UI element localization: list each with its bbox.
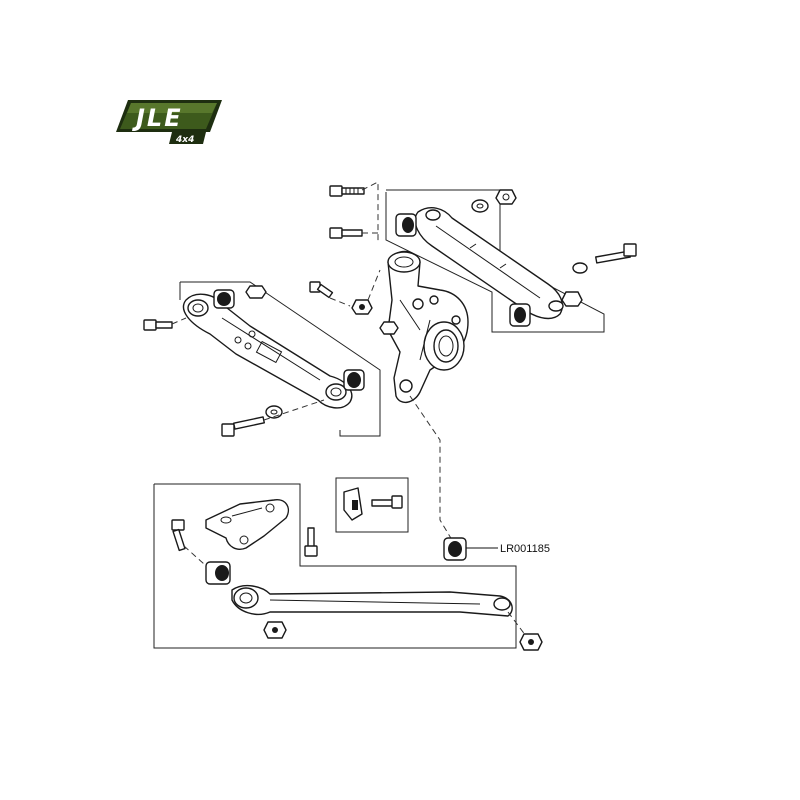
lower-arm-nut	[245, 285, 267, 299]
bottom-nut-left	[263, 621, 287, 639]
part-number-callout: LR001185	[500, 543, 550, 555]
upper-arm-bush-left	[395, 213, 417, 237]
upper-control-arm	[414, 207, 564, 320]
bottom-bolt-left	[171, 519, 186, 552]
upper-arm-frame	[385, 189, 605, 333]
trailing-arm-bush	[205, 561, 231, 585]
bolt-left-long	[221, 416, 265, 437]
bottom-bolt-vertical	[304, 527, 318, 557]
bottom-frame	[153, 483, 517, 649]
mounting-bracket	[205, 499, 290, 550]
washer-top	[471, 199, 489, 213]
nut-right	[561, 291, 583, 307]
knuckle-nut-right	[379, 321, 399, 335]
wheel-knuckle	[387, 250, 469, 403]
bolt-left-short	[143, 319, 173, 331]
logo-text: JLE	[132, 104, 183, 132]
left-arm-frame	[179, 281, 381, 437]
trailing-arm	[231, 584, 513, 617]
logo-subtext: 4x4	[175, 135, 194, 145]
bottom-nut-right	[519, 633, 543, 651]
bolt-mid-left	[329, 227, 363, 239]
knuckle-bolt	[309, 281, 334, 299]
bush-callout-part: LR001185	[443, 537, 550, 561]
upper-arm-bush-right	[509, 303, 531, 327]
nut-top	[495, 189, 517, 205]
brand-logo: JLE 4x4	[116, 100, 222, 145]
lower-arm-bush-left	[213, 289, 235, 309]
lower-arm-bush-right	[343, 369, 365, 391]
bolt-right-long	[595, 243, 637, 264]
bolt-top-left	[329, 185, 365, 197]
bracket-box	[335, 477, 409, 533]
washer-right	[572, 262, 588, 274]
lower-control-arm	[182, 293, 353, 409]
knuckle-nut-left	[351, 299, 373, 315]
